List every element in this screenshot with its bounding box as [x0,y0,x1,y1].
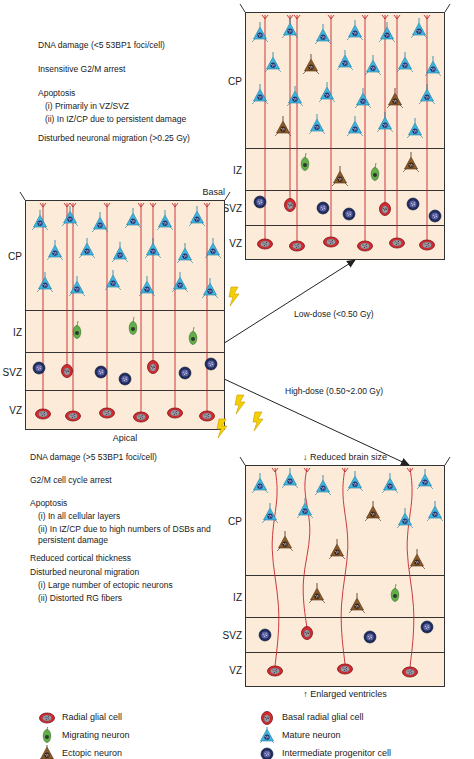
layer-label: VZ [229,664,242,675]
legend-item: Ectopic neuron [38,745,122,759]
legend-item: Intermediate progenitor cell [258,745,391,759]
lightning-bolt [235,395,245,414]
dose-label: Low-dose (<0.50 Gy) [294,309,374,319]
annotation-text: (i) Large number of ectopic neurons [38,580,173,591]
legend-icon [38,727,56,743]
cortical-layer: SVZ [245,190,445,225]
layer-label: CP [8,250,22,261]
legend-icon [258,745,276,759]
cortical-layer: VZ [25,390,225,430]
cortical-layer: CP [245,465,445,575]
legend-icon [258,727,276,743]
dose-arrow [225,260,355,343]
annotation-text: DNA damage (>5 53BP1 foci/cell) [30,452,157,463]
legend-icon [38,709,56,725]
legend-item: Mature neuron [258,727,341,743]
legend-text: Mature neuron [282,729,341,741]
layer-label: IZ [233,164,242,175]
lightning-bolt [229,287,239,306]
legend-text: Ectopic neuron [62,747,122,759]
annotation-text: Disturbed neuronal migration [30,567,139,578]
legend-text: Migrating neuron [62,729,130,741]
annotation-text: (i) In all cellular layers [38,511,120,522]
legend-item: Basal radial glial cell [258,709,364,725]
cortex-panel: BasalApicalCPIZSVZVZ [25,200,225,430]
cortical-layer: IZ [245,148,445,190]
annotation-text: DNA damage (<5 53BP1 foci/cell) [38,40,165,51]
layer-label: SVZ [223,203,242,214]
annotation-text: (i) Primarily in VZ/SVZ [45,101,129,112]
legend-text: Intermediate progenitor cell [282,747,391,759]
panel-annotation: ↑ Enlarged ventricles [303,689,387,700]
slice-edge [240,4,450,12]
layer-label: VZ [229,237,242,248]
cortical-layer: VZ [245,225,445,260]
legend-icon [258,709,276,725]
layer-label: CP [228,515,242,526]
dose-arrow [225,379,409,465]
layer-label: SVZ [3,366,22,377]
legend-item: Radial glial cell [38,709,122,725]
layer-label: VZ [9,405,22,416]
panel-annotation: Basal [202,187,225,198]
layer-label: IZ [13,326,22,337]
slice-edge [20,192,230,200]
layer-label: SVZ [223,630,242,641]
dose-label: High-dose (0.50~2.00 Gy) [285,386,383,396]
panel-annotation: Apical [113,433,138,444]
migrating-neuron [43,727,51,743]
layer-label: CP [228,75,242,86]
cortical-layer: SVZ [25,352,225,390]
cortical-layer: CP [25,200,225,310]
basal-radial-glial-cell [262,712,273,725]
annotation-text: (ii) In IZ/CP due to high numbers of DSB… [38,524,214,546]
cortical-layer: CP [245,12,445,148]
annotation-text: (ii) Distorted RG fibers [38,593,122,604]
legend-text: Basal radial glial cell [282,711,364,723]
legend-text: Radial glial cell [62,711,122,723]
annotation-text: Disturbed neuronal migration (>0.25 Gy) [38,133,190,144]
annotation-text: (ii) In IZ/CP due to persistent damage [45,114,186,125]
intermediate-progenitor-cell [261,748,273,759]
lightning-bolt [253,412,263,431]
cortex-panel: CPIZSVZVZ [245,12,445,260]
annotation-text: Apoptosis [38,88,75,99]
panel-annotation: ↓ Reduced brain size [303,452,387,463]
annotation-text: Insensitive G2/M arrest [38,64,125,75]
mature-neuron [259,727,275,743]
cortical-layer: IZ [25,310,225,352]
legend-icon [38,745,56,759]
annotation-text: Apoptosis [30,498,67,509]
legend-item: Migrating neuron [38,727,130,743]
layer-label: IZ [233,591,242,602]
annotation-text: G2/M cell cycle arrest [30,475,112,486]
cortical-layer: IZ [245,575,445,617]
ectopic-neuron [39,745,55,759]
cortical-layer: VZ [245,652,445,687]
cortical-layer: SVZ [245,617,445,652]
annotation-text: Reduced cortical thickness [30,553,131,564]
radial-glial-cell [40,713,55,723]
cortex-panel: ↓ Reduced brain size↑ Enlarged ventricle… [245,465,445,687]
